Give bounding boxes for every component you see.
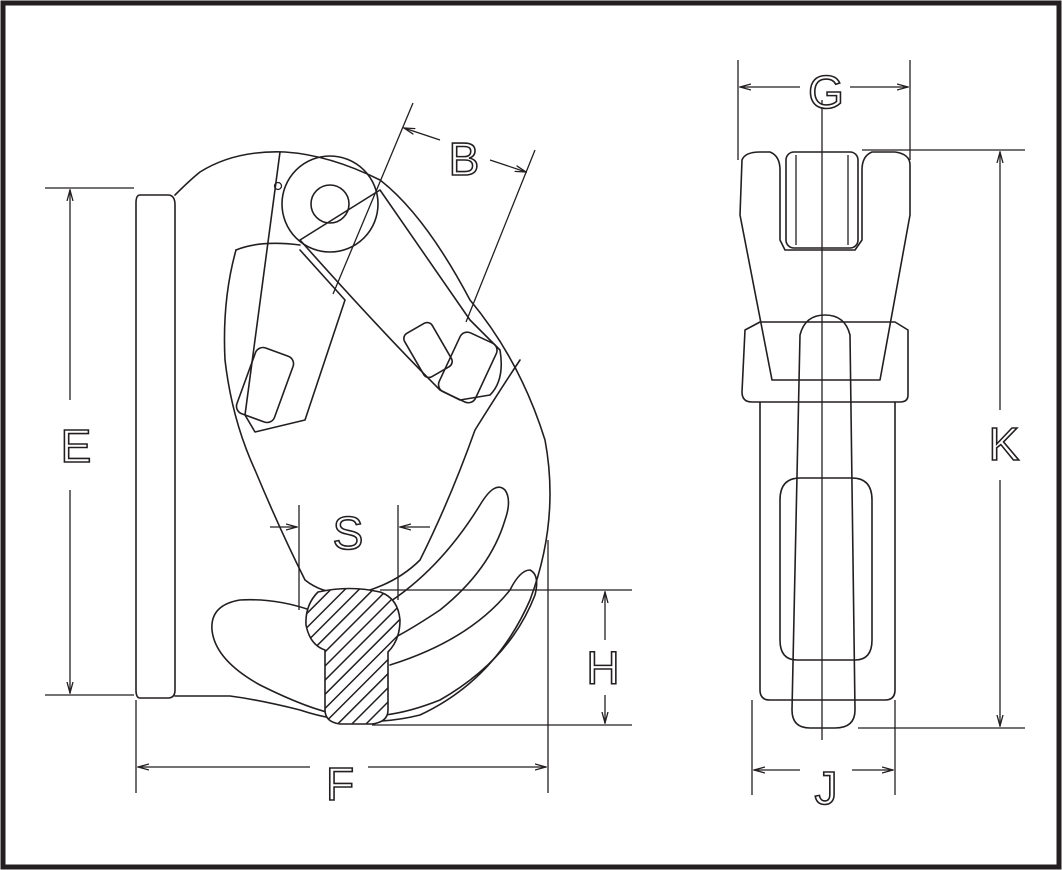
- dimension-label-g: G: [808, 66, 844, 118]
- dimension-label-f: F: [326, 758, 354, 810]
- dimension-label-s: S: [333, 507, 364, 559]
- dimension-label-k: K: [989, 418, 1020, 470]
- hook-side-view: E B S H F: [45, 102, 632, 811]
- dimension-label-j: J: [815, 762, 838, 814]
- hook-front-view: G K J: [737, 60, 1025, 815]
- dimension-label-b: B: [449, 133, 480, 185]
- hatched-load-section: [305, 587, 401, 725]
- dimension-label-h: H: [586, 642, 619, 694]
- dimension-label-e: E: [61, 420, 92, 472]
